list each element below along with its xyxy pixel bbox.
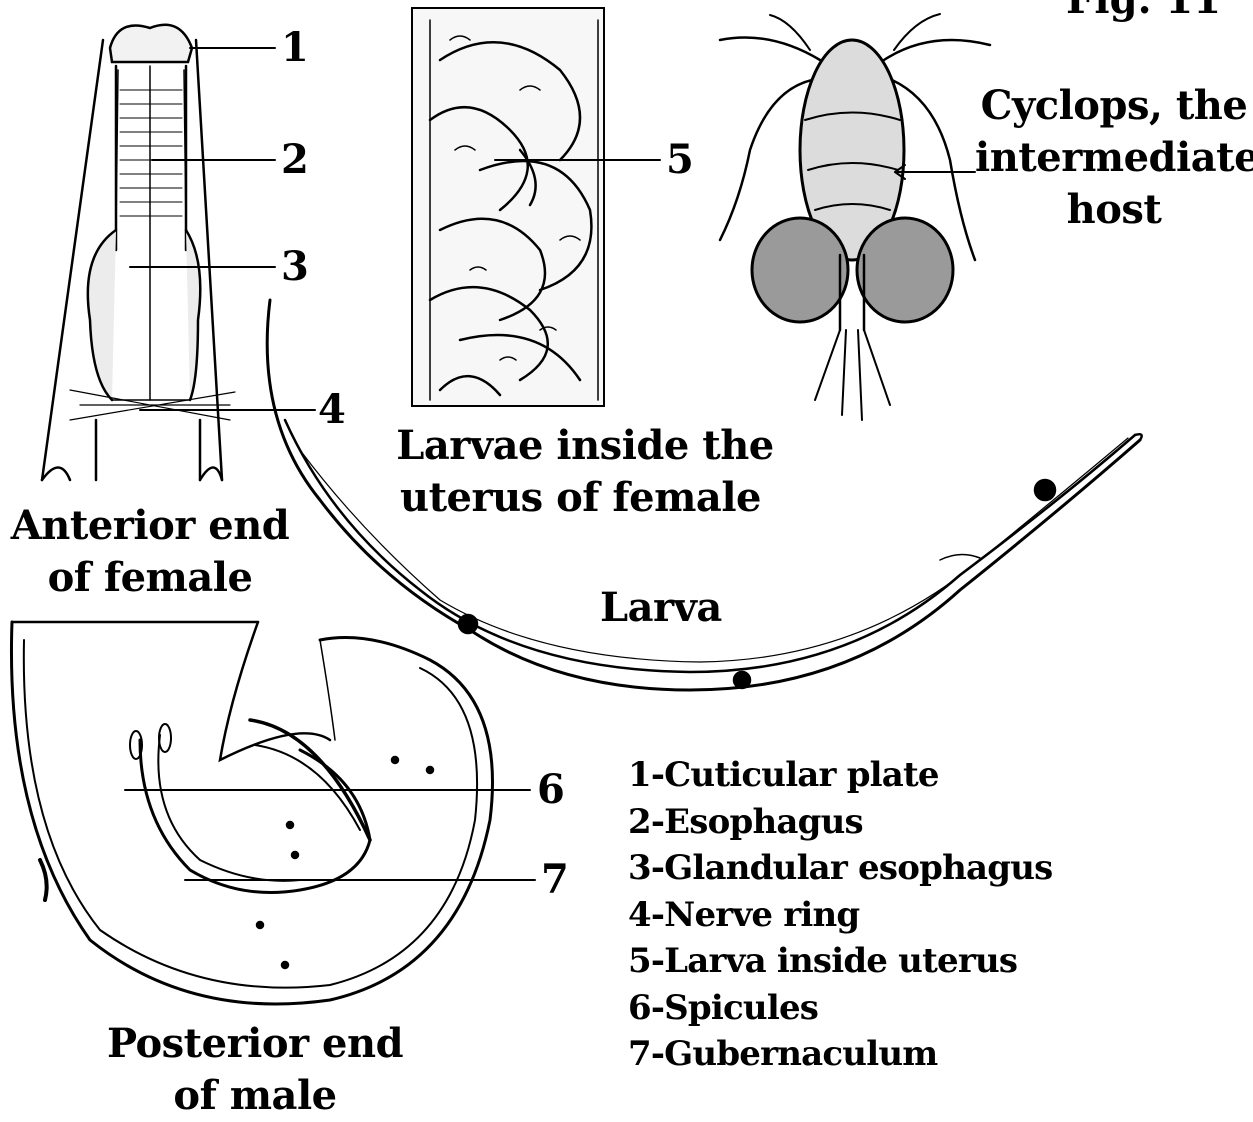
legend-item-6: 6-Spicules [628, 985, 1052, 1032]
legend-item-2: 2-Esophagus [628, 799, 1052, 846]
caption-uterus-line2: uterus of female [390, 472, 780, 524]
caption-anterior-line1: Anterior end [0, 500, 300, 552]
caption-cyclops-line2: intermediate [975, 132, 1253, 184]
legend-item-3: 3-Glandular esophagus [628, 845, 1052, 892]
callout-3: 3 [281, 247, 309, 287]
callout-6: 6 [537, 770, 565, 810]
caption-cyclops-line1: Cyclops, the [975, 80, 1253, 132]
caption-larvae-uterus: Larvae inside the uterus of female [390, 420, 780, 524]
cyclops-drawing [720, 14, 990, 420]
callout-1: 1 [281, 28, 309, 68]
callout-5: 5 [666, 140, 694, 180]
legend-item-7: 7-Gubernaculum [628, 1031, 1052, 1078]
larvae-in-uterus-drawing [412, 8, 604, 406]
callout-4: 4 [318, 390, 346, 430]
caption-cyclops: Cyclops, the intermediate host [975, 80, 1253, 236]
callout-2: 2 [281, 140, 309, 180]
callout-7: 7 [541, 860, 569, 900]
legend-item-1: 1-Cuticular plate [628, 752, 1052, 799]
caption-cyclops-line3: host [975, 184, 1253, 236]
legend-item-5: 5-Larva inside uterus [628, 938, 1052, 985]
caption-posterior-line2: of male [90, 1070, 420, 1122]
caption-anterior-line2: of female [0, 552, 300, 604]
caption-larva: Larva [600, 582, 720, 634]
caption-posterior-end: Posterior end of male [90, 1018, 420, 1122]
legend: 1-Cuticular plate 2-Esophagus 3-Glandula… [628, 752, 1052, 1078]
caption-anterior-end: Anterior end of female [0, 500, 300, 604]
anterior-end-female-drawing [42, 25, 235, 480]
posterior-end-male-drawing [11, 622, 492, 1004]
caption-uterus-line1: Larvae inside the [390, 420, 780, 472]
legend-item-4: 4-Nerve ring [628, 892, 1052, 939]
figure-reference: Fig. 11 [1066, 0, 1221, 23]
caption-posterior-line1: Posterior end [90, 1018, 420, 1070]
